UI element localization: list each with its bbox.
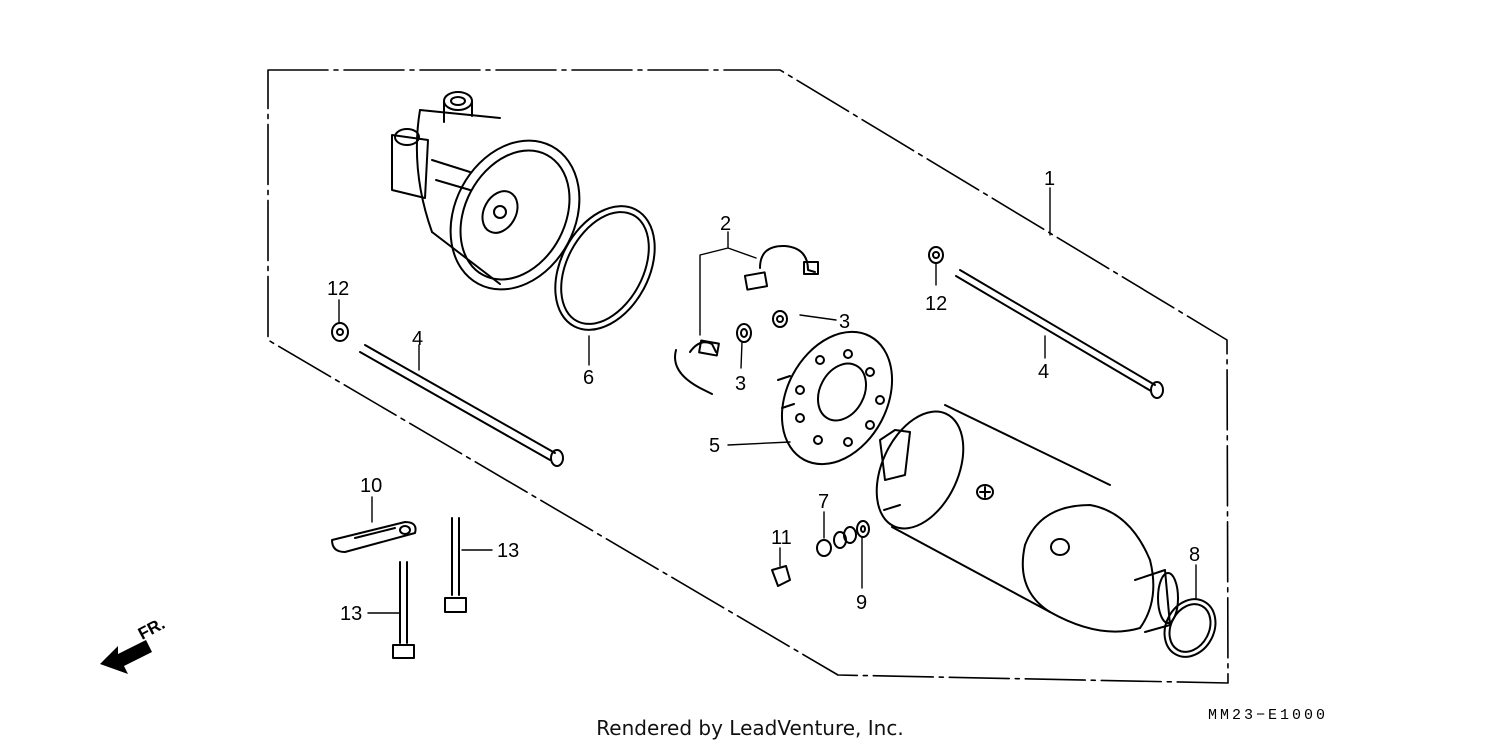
callout-3b: 3 xyxy=(735,373,746,395)
callout-3a: 3 xyxy=(839,311,850,333)
callout-4a: 4 xyxy=(412,328,423,350)
terminal-nut-washers xyxy=(816,520,870,557)
assembly-outline xyxy=(267,69,1229,684)
callout-5: 5 xyxy=(709,435,720,457)
callout-10: 10 xyxy=(360,475,382,497)
callout-12b: 12 xyxy=(925,293,947,315)
front-direction-arrow: FR. xyxy=(100,614,168,674)
callout-11: 11 xyxy=(771,527,792,549)
brush-holder-plate xyxy=(777,330,894,466)
render-credit: Rendered by LeadVenture, Inc. xyxy=(596,716,904,740)
washer-left xyxy=(331,322,349,342)
brush-springs xyxy=(736,310,788,343)
callout-4b: 4 xyxy=(1038,361,1049,383)
callout-1: 1 xyxy=(1044,168,1055,190)
o-ring-small xyxy=(1163,598,1217,658)
callout-9: 9 xyxy=(856,592,867,614)
diagram-code: MM23−E1000 xyxy=(1208,707,1329,724)
callout-13a: 13 xyxy=(497,540,519,562)
motor-yoke xyxy=(875,404,1179,633)
brush-set xyxy=(674,244,819,395)
callout-7: 7 xyxy=(818,491,829,513)
terminal-cap xyxy=(771,565,791,587)
o-ring-large xyxy=(554,205,656,331)
through-bolt-right xyxy=(955,269,1164,399)
callout-12a: 12 xyxy=(327,278,349,300)
bolt-lower xyxy=(392,561,415,659)
bolt-upper xyxy=(444,517,467,613)
washer-right xyxy=(928,246,944,264)
callout-8: 8 xyxy=(1189,544,1200,566)
callout-2: 2 xyxy=(720,213,731,235)
callout-13b: 13 xyxy=(340,603,362,625)
callout-6: 6 xyxy=(583,367,594,389)
rear-housing xyxy=(391,91,581,291)
front-direction-label: FR. xyxy=(135,614,168,644)
setting-plate xyxy=(331,521,417,553)
through-bolt-left xyxy=(359,344,564,467)
